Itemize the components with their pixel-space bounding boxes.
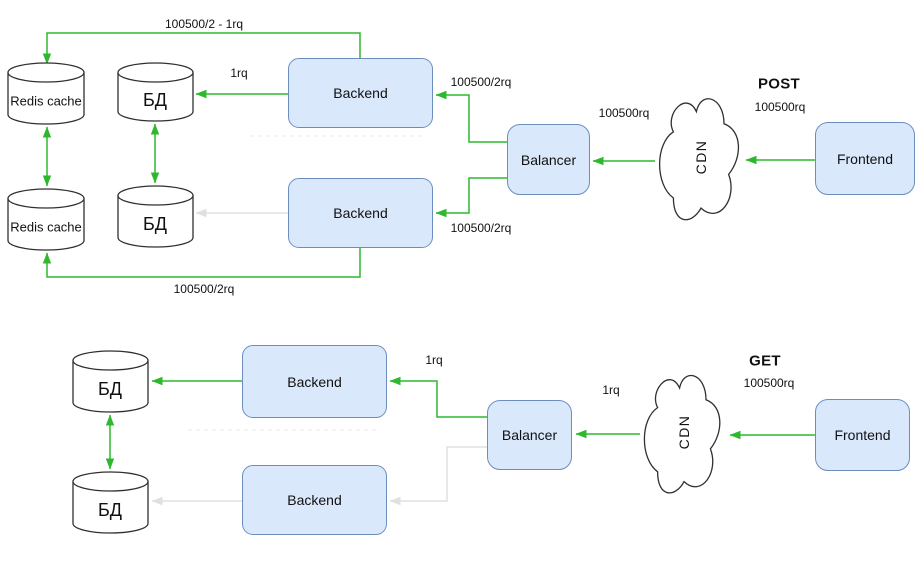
cylinder-top [72,350,149,371]
post-cdn-cloud [658,98,740,221]
get-frontend-node: Frontend [815,399,910,471]
shape-layer [7,62,740,534]
get-edge-balancer-to-backend1 [389,376,487,418]
post-backend-1-node: Backend [288,58,433,128]
post-redis-cache-2-label: Redis cache [10,219,82,235]
cylinder-body [7,72,85,125]
get-db-1-label: БД [97,379,123,399]
cylinder-top [7,62,85,83]
post-cdn-label: CDN [693,139,709,175]
post-db-1-label: БД [142,90,168,110]
post-redis-cache-2-cylinder [7,188,85,251]
post-total-requests-label: 100500rq [754,100,806,114]
cylinder-body [117,195,194,248]
post-balancer-node: Balancer [507,124,590,195]
get-backend-1-label: Backend [287,373,342,390]
cylinder-top [117,62,194,83]
get-edge-balancer-to-backend2 [389,446,487,506]
cylinder-body [117,72,194,122]
get-edge-label-cdn-balancer: 1rq [602,383,620,397]
page-divider-group [188,135,427,431]
get-backend-2-node: Backend [242,465,387,535]
get-total-requests-label: 100500rq [743,376,795,390]
post-edge-label-backend2-redis2: 100500/2rq [173,282,235,296]
get-balancer-label: Balancer [501,427,558,443]
get-section-title: GET [749,352,781,370]
gray-edges-group [151,208,487,506]
post-edge-backend2-to-redis2 [42,248,361,278]
get-db-2-cylinder [72,471,149,534]
get-balancer-node: Balancer [487,400,572,470]
post-backend-2-label: Backend [333,205,388,221]
get-cdn-label: CDN [676,414,692,450]
post-redis-cache-1-label: Redis cache [10,93,82,109]
post-edge-label-cdn-balancer: 100500rq [598,106,650,120]
post-backend-1-label: Backend [333,85,388,101]
green-edges-group [42,32,815,470]
get-db-2-label: БД [97,500,123,520]
post-balancer-label: Balancer [520,151,577,168]
post-frontend-node: Frontend [815,122,915,195]
post-edge-backend1-to-redis1 [42,32,361,65]
get-edge-label-balancer-backend1: 1rq [425,353,443,367]
post-db-2-label: БД [142,214,168,234]
cylinder-body [72,481,149,534]
post-edge-label-backend1-db1: 1rq [230,66,248,80]
post-frontend-label: Frontend [836,150,894,167]
get-cdn-cloud [643,374,721,494]
cylinder-top [7,188,85,209]
cylinder-top [117,185,194,206]
post-db-1-cylinder [117,62,194,122]
post-backend-2-node: Backend [288,178,433,248]
get-backend-2-label: Backend [287,492,342,508]
get-backend-1-node: Backend [242,345,387,418]
cylinder-body [72,360,149,413]
post-edge-balancer-to-backend2 [435,177,507,218]
post-edge-label-backend1-redis1: 100500/2 - 1rq [164,17,244,31]
post-edge-label-balancer-backend1: 100500/2rq [450,75,512,89]
post-redis-cache-1-cylinder [7,62,85,125]
cylinder-body [7,198,85,251]
get-db-1-cylinder [72,350,149,413]
post-section-title: POST [757,75,801,93]
post-db-2-cylinder [117,185,194,248]
get-frontend-label: Frontend [834,427,891,443]
post-edge-label-balancer-backend2: 100500/2rq [450,221,512,235]
post-edge-balancer-to-backend1 [435,90,507,143]
cylinder-top [72,471,149,492]
